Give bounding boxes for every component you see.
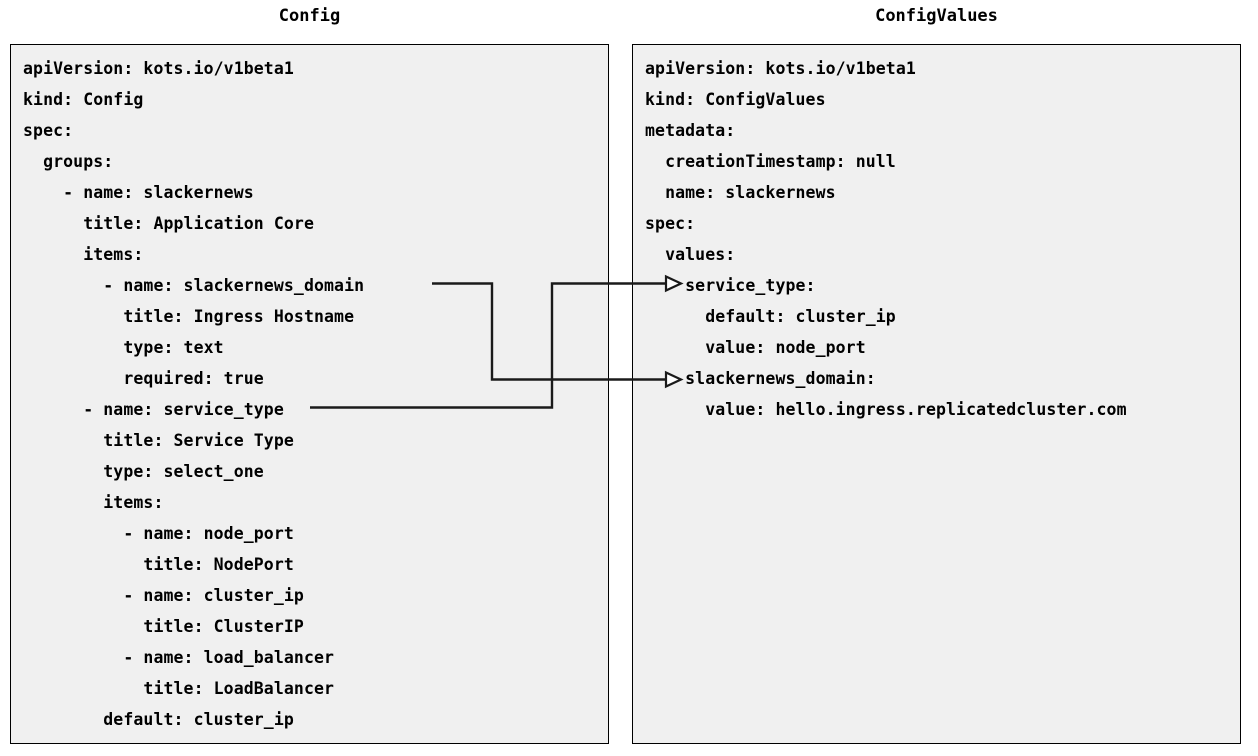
yaml-line: title: ClusterIP [23, 617, 304, 636]
yaml-line: - name: cluster_ip [23, 586, 304, 605]
yaml-line: kind: ConfigValues [645, 90, 826, 109]
yaml-line: spec: [23, 121, 74, 140]
yaml-line: title: Application Core [23, 214, 314, 233]
config-yaml-panel: apiVersion: kots.io/v1beta1 kind: Config s… [10, 44, 609, 744]
yaml-line: service_type: [645, 276, 816, 295]
configvalues-yaml-body: apiVersion: kots.io/v1beta1 kind: ConfigV… [645, 53, 1240, 743]
yaml-line: groups: [23, 152, 114, 171]
yaml-line: metadata: [645, 121, 736, 140]
configvalues-panel-title: ConfigValues [875, 6, 998, 26]
configvalues-yaml-panel: apiVersion: kots.io/v1beta1 kind: ConfigV… [632, 44, 1241, 744]
yaml-line: default: cluster_ip [645, 307, 896, 326]
yaml-line: type: text [23, 338, 224, 357]
yaml-line: items: [23, 245, 144, 264]
yaml-line: value: node_port [645, 338, 866, 357]
yaml-line: slackernews_domain: [645, 369, 876, 388]
yaml-line: - name: slackernews_domain [23, 276, 365, 295]
yaml-line: value: hello.ingress.replicatedcluster.c… [645, 400, 1127, 419]
yaml-line: type: select_one [23, 462, 264, 481]
yaml-line: spec: [645, 214, 696, 233]
yaml-line: - name: slackernews [23, 183, 254, 202]
yaml-line: items: [23, 493, 164, 512]
yaml-line: title: Ingress Hostname [23, 307, 355, 326]
yaml-line: title: LoadBalancer [23, 679, 335, 698]
yaml-line: name: slackernews [645, 183, 836, 202]
yaml-line: - name: node_port [23, 524, 294, 543]
yaml-line: kind: Config [23, 90, 144, 109]
config-yaml-body: apiVersion: kots.io/v1beta1 kind: Config s… [23, 53, 608, 743]
yaml-line: default: cluster_ip [23, 710, 294, 729]
yaml-line: values: [645, 245, 736, 264]
yaml-line: title: NodePort [23, 555, 294, 574]
yaml-line: apiVersion: kots.io/v1beta1 [645, 59, 916, 78]
yaml-line: apiVersion: kots.io/v1beta1 [23, 59, 294, 78]
config-panel-title: Config [278, 6, 341, 26]
yaml-line: title: Service Type [23, 431, 294, 450]
yaml-line: required: true [23, 369, 264, 388]
yaml-line: - name: load_balancer [23, 648, 335, 667]
yaml-line: creationTimestamp: null [645, 152, 896, 171]
yaml-line: - name: service_type [23, 400, 284, 419]
